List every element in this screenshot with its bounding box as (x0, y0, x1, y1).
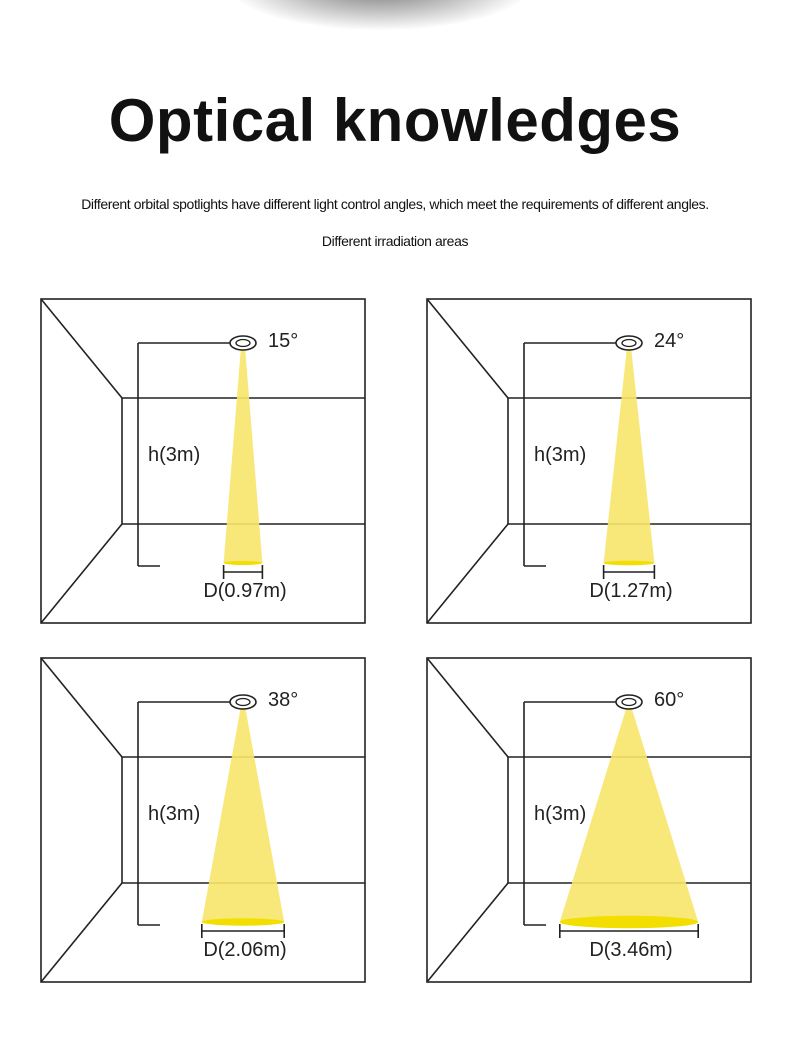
light-beam (223, 347, 263, 563)
lamp-shadow-decoration (230, 0, 530, 30)
page-title: Optical knowledges (108, 87, 682, 154)
beam-angle-label: 24° (654, 330, 685, 352)
floor-corner-line (426, 523, 509, 624)
diameter-label: D(2.06m) (203, 939, 287, 961)
light-beam (559, 706, 699, 922)
room-frame (426, 657, 752, 983)
room-frame (426, 298, 752, 624)
downlight-lens-icon (621, 697, 637, 707)
downlight-lens-icon (235, 338, 251, 348)
room-diagram (40, 298, 366, 624)
ceiling-corner-line (40, 657, 123, 758)
beam-angle-label: 60° (654, 689, 685, 711)
ceiling-corner-line (426, 657, 509, 758)
room-frame (40, 298, 366, 624)
page-subtitle: Different orbital spotlights have differ… (81, 196, 709, 212)
beam-panel-38: 38° h(3m) D(2.06m) (40, 657, 366, 983)
floor-corner-line (426, 882, 509, 983)
room-diagram (40, 657, 366, 983)
height-label: h(3m) (534, 803, 587, 825)
light-beam (201, 706, 285, 922)
diameter-label: D(1.27m) (589, 580, 673, 602)
ceiling-corner-line (426, 298, 509, 399)
page-subtitle-secondary: Different irradiation areas (321, 233, 469, 249)
light-spot (201, 918, 285, 926)
height-label: h(3m) (148, 444, 201, 466)
light-spot (559, 915, 699, 929)
height-label: h(3m) (534, 444, 587, 466)
room-frame (40, 657, 366, 983)
beam-angle-label: 15° (268, 330, 299, 352)
light-spot (603, 560, 655, 566)
downlight-lens-icon (621, 338, 637, 348)
beam-angle-label: 38° (268, 689, 299, 711)
beam-panel-15: 15° h(3m) D(0.97m) (40, 298, 366, 624)
room-diagram (426, 657, 752, 983)
room-diagram (426, 298, 752, 624)
light-spot (223, 561, 263, 565)
downlight-lens-icon (235, 697, 251, 707)
floor-corner-line (40, 882, 123, 983)
floor-corner-line (40, 523, 123, 624)
light-beam (603, 347, 655, 563)
height-label: h(3m) (148, 803, 201, 825)
ceiling-corner-line (40, 298, 123, 399)
diameter-label: D(3.46m) (589, 939, 673, 961)
beam-panel-24: 24° h(3m) D(1.27m) (426, 298, 752, 624)
beam-panel-60: 60° h(3m) D(3.46m) (426, 657, 752, 983)
diameter-label: D(0.97m) (203, 580, 287, 602)
